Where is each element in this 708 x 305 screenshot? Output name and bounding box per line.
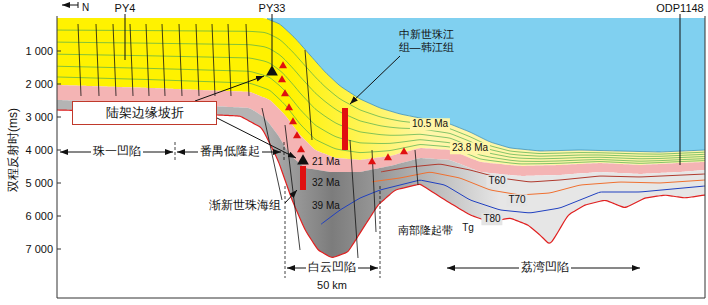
age-label: 21 Ma bbox=[312, 156, 340, 168]
fault-line bbox=[350, 140, 358, 258]
axis-tick-label: 7 000 bbox=[25, 243, 53, 256]
t60-line bbox=[381, 164, 705, 182]
age-label: 39 Ma bbox=[312, 200, 340, 212]
pink-layer bbox=[57, 85, 705, 176]
well-line bbox=[680, 14, 681, 165]
red-triangle bbox=[384, 153, 392, 160]
sand-bar bbox=[300, 166, 306, 190]
black-triangle bbox=[297, 154, 309, 164]
horizon-line bbox=[57, 42, 705, 156]
formation-label: 渐新世珠海组 bbox=[209, 199, 281, 213]
red-triangle bbox=[278, 75, 286, 82]
well-line bbox=[272, 14, 273, 66]
axis-tick-label: 1 000 bbox=[25, 45, 53, 58]
fault-line bbox=[262, 108, 282, 200]
t70-line bbox=[372, 172, 705, 195]
sand-bar bbox=[342, 108, 348, 150]
fault-line bbox=[285, 125, 300, 250]
zone-label: 荔湾凹陷 bbox=[519, 261, 571, 275]
zone-bracket bbox=[285, 186, 286, 278]
well-name: PY4 bbox=[115, 2, 136, 15]
leader-arrow bbox=[285, 190, 297, 203]
red-triangle bbox=[368, 157, 376, 164]
horizon-label: Tg bbox=[460, 222, 476, 234]
well-line bbox=[125, 14, 126, 60]
tg-line bbox=[57, 110, 705, 257]
fault-line bbox=[246, 24, 249, 96]
age-label: 10.5 Ma bbox=[410, 118, 450, 130]
process-box: 陆架边缘坡折 bbox=[72, 101, 217, 125]
red-triangle bbox=[281, 89, 289, 96]
axis-tick bbox=[57, 84, 61, 85]
zone-bracket bbox=[380, 186, 381, 278]
red-triangle bbox=[400, 147, 408, 154]
red-triangle bbox=[285, 103, 293, 110]
fault-line bbox=[113, 24, 116, 96]
zone-bracket bbox=[175, 142, 176, 162]
north-tick bbox=[78, 2, 79, 8]
fault-line bbox=[196, 24, 199, 96]
axis-tick-label: 2 000 bbox=[25, 78, 53, 91]
axis-tick-label: 4 000 bbox=[25, 144, 53, 157]
fault-line bbox=[96, 24, 99, 96]
black-triangle bbox=[266, 65, 278, 75]
well-name: ODP1148 bbox=[656, 2, 704, 15]
fault-line bbox=[305, 50, 312, 140]
red-triangle bbox=[297, 145, 305, 152]
fault-line bbox=[130, 24, 133, 96]
red-triangle bbox=[289, 117, 297, 124]
north-arrow bbox=[62, 5, 78, 6]
fault-line bbox=[212, 24, 215, 96]
axis-tick-label: 6 000 bbox=[25, 210, 53, 223]
seafloor-line bbox=[267, 19, 705, 152]
scale-label: 50 km bbox=[317, 279, 347, 292]
formation-label: 中新世珠江组—韩江组 bbox=[395, 28, 457, 53]
axis-tick bbox=[57, 117, 61, 118]
horizon-label: T70 bbox=[506, 194, 527, 206]
zone-label: 白云凹陷 bbox=[306, 261, 358, 275]
zone-label: 番禺低隆起 bbox=[198, 145, 262, 159]
age-label: 32 Ma bbox=[312, 177, 340, 189]
north-label: N bbox=[82, 2, 89, 14]
leader-arrow bbox=[195, 76, 264, 101]
age-label: 23.8 Ma bbox=[450, 142, 490, 154]
axis-tick bbox=[57, 183, 61, 184]
horizon-label: T60 bbox=[486, 175, 507, 187]
axis-tick-label: 5 000 bbox=[25, 177, 53, 190]
horizon-label: T80 bbox=[481, 213, 502, 225]
axis-tick bbox=[57, 216, 61, 217]
fault-line bbox=[228, 24, 231, 96]
axis-line bbox=[57, 16, 705, 298]
box-text: 陆架边缘坡折 bbox=[106, 105, 184, 121]
fault-line bbox=[78, 24, 81, 96]
t80-line bbox=[321, 180, 705, 224]
axis-tick bbox=[57, 51, 61, 52]
horizon-line bbox=[57, 54, 705, 159]
zone-bracket bbox=[284, 142, 285, 162]
fault-line bbox=[146, 24, 149, 96]
axis-title: 双程反射时(ms) bbox=[7, 108, 21, 192]
red-triangle bbox=[293, 131, 301, 138]
axis-tick bbox=[57, 150, 61, 151]
fault-line bbox=[179, 24, 182, 96]
horizon-line bbox=[57, 66, 705, 161]
zone-label: 南部隆起带 bbox=[398, 224, 453, 237]
red-triangle bbox=[279, 61, 287, 68]
fault-line bbox=[415, 150, 418, 185]
axis-tick bbox=[57, 249, 61, 250]
fault-line bbox=[162, 24, 165, 96]
horizon-line bbox=[57, 30, 705, 154]
axis-tick-label: 3 000 bbox=[25, 111, 53, 124]
oligocene-eocene-layer bbox=[57, 100, 705, 257]
leader-arrow bbox=[350, 56, 400, 104]
zone-label: 珠一凹陷 bbox=[91, 145, 143, 159]
well-name: PY33 bbox=[259, 2, 286, 15]
